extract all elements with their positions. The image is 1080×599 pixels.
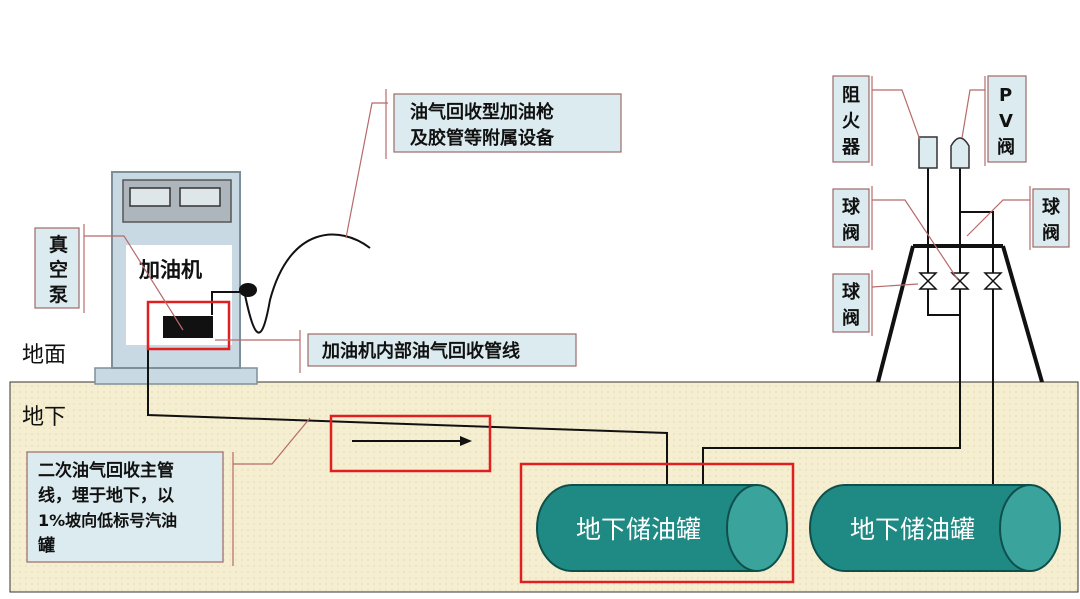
vent-pipe-left [702,168,961,485]
svg-text:泵: 泵 [49,284,68,306]
ball-valve-icon [983,272,1003,290]
callout-vacuum-pump: 真 空 泵 [34,224,85,313]
svg-text:V: V [999,111,1013,132]
callout-ball-valve-lower-left: 球 阀 [832,270,873,336]
main-vapor-pipe [147,344,668,485]
svg-text:线，埋于地下，以: 线，埋于地下，以 [38,485,174,506]
callout-ball-valve-upper-left: 球 阀 [832,186,873,250]
storage-tank-left: 地下储油罐 [536,484,788,572]
callout-ball-valve-right: 球 阀 [1029,186,1070,250]
callout-internal-pipe: 加油机内部油气回收管线 [299,330,577,373]
svg-text:阀: 阀 [997,136,1015,158]
svg-text:二次油气回收主管: 二次油气回收主管 [38,460,174,481]
svg-text:阀: 阀 [842,307,860,329]
highlight-left-tank [519,462,795,584]
surface-label: 地面 [22,343,66,368]
svg-text:罐: 罐 [37,535,55,556]
ball-valve-icon [950,272,970,290]
highlight-flow-direction [329,414,492,473]
vent-frame [876,244,1044,383]
svg-text:球: 球 [1042,197,1061,218]
dispenser-name: 加油机 [138,258,202,282]
svg-text:油气回收型加油枪: 油气回收型加油枪 [410,101,554,123]
callout-pv-valve: P V 阀 [984,75,1027,166]
svg-text:火: 火 [842,111,861,132]
tank-left-label: 地下储油罐 [576,515,701,544]
svg-text:空: 空 [49,258,68,281]
tank-right-label: 地下储油罐 [850,515,975,544]
svg-text:加油机内部油气回收管线: 加油机内部油气回收管线 [321,340,520,362]
svg-text:球: 球 [842,282,861,303]
highlight-vacuum-pump [146,300,231,351]
svg-text:P: P [999,85,1012,106]
callout-flame-arrester: 阻 火 器 [832,75,873,166]
svg-text:阻: 阻 [842,85,860,106]
svg-text:真: 真 [49,233,68,256]
storage-tank-right: 地下储油罐 [809,484,1061,572]
callout-main-pipe: 二次油气回收主管 线，埋于地下，以 1%坡向低标号汽油 罐 [26,451,234,566]
svg-text:1%坡向低标号汽油: 1%坡向低标号汽油 [38,511,177,530]
leader-lines [84,89,1030,465]
nozzle-hose [243,233,371,334]
callout-nozzle: 油气回收型加油枪 及胶管等附属设备 [385,89,622,159]
vent-pipe-right [960,211,994,485]
svg-text:器: 器 [841,137,861,158]
ball-valve-icon [918,272,938,290]
pv-valve-icon [950,137,970,169]
svg-text:球: 球 [842,197,861,218]
fuel-dispenser: 加油机 [94,171,258,385]
flame-arrester-icon [918,136,938,169]
underground-label: 地下 [22,405,66,430]
nozzle-tip [239,283,257,297]
svg-text:阀: 阀 [1042,222,1060,244]
vacuum-pump-block [163,316,213,338]
svg-text:及胶管等附属设备: 及胶管等附属设备 [410,127,555,149]
svg-text:阀: 阀 [842,222,860,244]
